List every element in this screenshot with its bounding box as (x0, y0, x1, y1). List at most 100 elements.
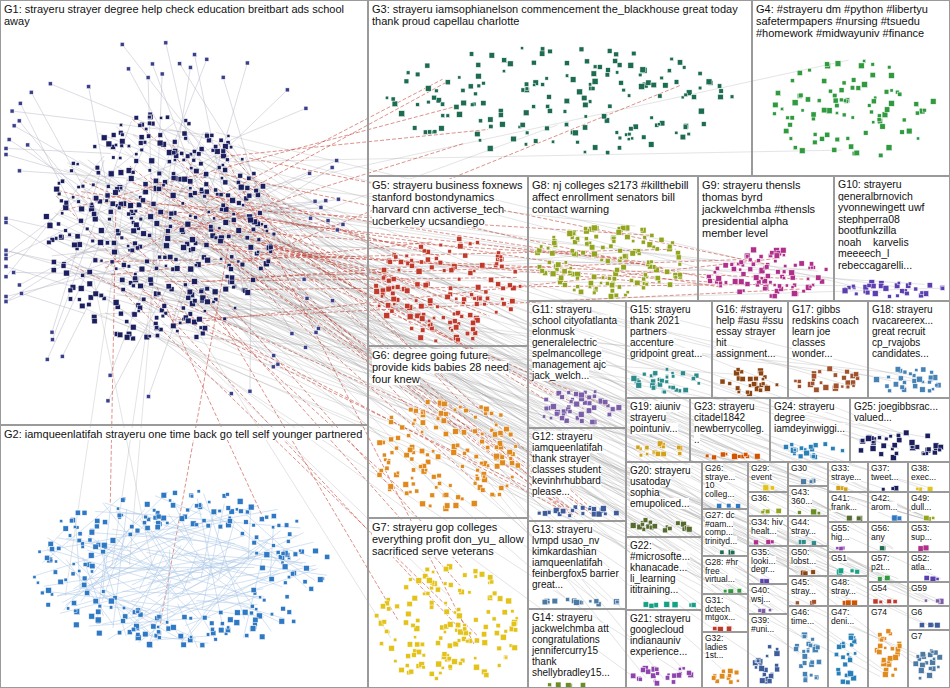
vertex-marker (502, 302, 506, 306)
vertex-marker (204, 172, 209, 177)
vertex-marker (464, 408, 469, 413)
vertex-marker (180, 151, 184, 155)
vertex-marker (399, 111, 405, 117)
vertex-marker (443, 566, 448, 571)
tie-line (42, 498, 120, 563)
vertex-marker (482, 640, 488, 646)
vertex-marker (135, 153, 138, 156)
vertex-marker (165, 115, 169, 119)
vertex-marker (93, 598, 98, 603)
vertex-marker (172, 151, 176, 155)
tie-line (20, 103, 78, 218)
vertex-marker (724, 281, 728, 285)
vertex-marker (118, 170, 124, 176)
vertex-marker (67, 607, 70, 610)
vertex-marker (252, 540, 257, 545)
vertex-marker (518, 285, 522, 289)
vertex-marker (96, 171, 100, 175)
vertex-marker (155, 326, 159, 330)
vertex-marker (88, 538, 92, 542)
vertex-marker (592, 291, 596, 295)
vertex-marker (677, 60, 682, 65)
vertex-marker (498, 493, 502, 497)
vertex-marker (88, 553, 94, 559)
tie-line (147, 204, 800, 542)
vertex-marker (797, 70, 802, 75)
vertex-marker (256, 250, 259, 253)
vertex-marker (73, 525, 76, 528)
vertex-marker (793, 263, 797, 267)
vertex-marker (59, 234, 63, 238)
vertex-marker (419, 316, 425, 322)
vertex-marker (564, 61, 569, 66)
vertex-marker (410, 326, 414, 330)
vertex-marker (790, 116, 794, 120)
vertex-marker (91, 239, 95, 243)
vertex-marker (462, 297, 467, 302)
vertex-marker (407, 601, 412, 606)
vertex-marker (457, 236, 462, 241)
vertex-marker (254, 535, 258, 539)
vertex-marker (390, 309, 394, 313)
vertex-marker (77, 298, 81, 302)
tie-line (243, 267, 734, 629)
vertex-marker (205, 299, 211, 305)
vertex-marker (118, 311, 123, 316)
vertex-marker (809, 262, 813, 266)
vertex-marker (510, 299, 515, 304)
vertex-marker (53, 570, 57, 574)
vertex-marker (199, 288, 204, 293)
vertex-marker (463, 631, 468, 636)
vertex-marker (520, 122, 525, 127)
vertex-marker (76, 163, 79, 166)
vertex-marker (811, 117, 815, 121)
vertex-marker (139, 217, 143, 221)
vertex-marker (423, 282, 428, 287)
vertex-marker (533, 83, 536, 86)
vertex-marker (746, 255, 749, 258)
vertex-marker (486, 464, 489, 467)
vertex-marker (608, 294, 614, 300)
vertex-marker (460, 314, 464, 318)
vertex-marker (188, 266, 194, 272)
tie-line (31, 92, 129, 271)
vertex-marker (46, 587, 52, 593)
vertex-marker (631, 51, 636, 56)
vertex-marker (170, 192, 176, 198)
vertex-marker (459, 405, 463, 409)
vertex-marker (93, 544, 98, 549)
vertex-marker (90, 202, 93, 205)
vertex-marker (240, 262, 245, 267)
tie-line (196, 601, 257, 605)
vertex-marker (622, 254, 628, 260)
vertex-marker (419, 465, 423, 469)
vertex-marker (438, 260, 443, 265)
vertex-marker (438, 481, 442, 485)
tie-line (70, 170, 400, 310)
vertex-marker (220, 257, 223, 260)
vertex-marker (265, 515, 269, 519)
vertex-marker (168, 224, 172, 228)
vertex-marker (167, 160, 171, 164)
vertex-marker (474, 638, 479, 643)
vertex-marker (601, 276, 605, 280)
vertex-marker (128, 532, 132, 536)
vertex-marker (665, 269, 670, 274)
vertex-marker (486, 445, 490, 449)
vertex-marker (260, 184, 265, 189)
vertex-marker (215, 149, 221, 155)
vertex-marker (784, 128, 789, 133)
vertex-marker (786, 116, 790, 120)
vertex-marker (701, 122, 706, 127)
vertex-marker (605, 259, 610, 264)
vertex-marker (436, 417, 440, 421)
vertex-marker (461, 430, 466, 435)
vertex-marker (95, 165, 100, 170)
vertex-marker (618, 248, 623, 253)
vertex-marker (164, 264, 167, 267)
tie-line (28, 145, 113, 227)
vertex-marker (250, 611, 254, 615)
vertex-marker (251, 227, 256, 232)
vertex-marker (547, 260, 551, 264)
vertex-marker (120, 236, 124, 240)
